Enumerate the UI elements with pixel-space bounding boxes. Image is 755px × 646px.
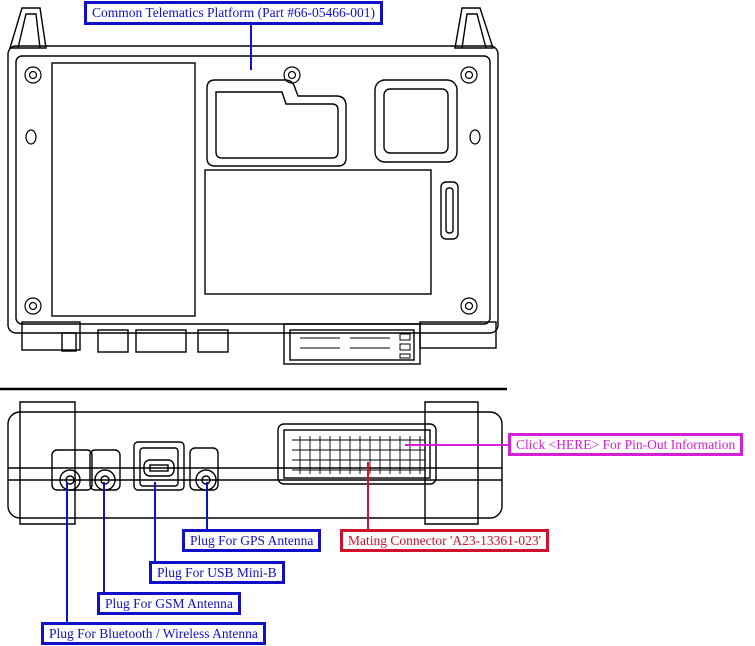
bluetooth-callout: Plug For Bluetooth / Wireless Antenna bbox=[41, 622, 266, 645]
pinout-link-callout[interactable]: Click <HERE> For Pin-Out Information bbox=[508, 433, 744, 456]
front-view bbox=[7, 401, 503, 525]
gsm-callout: Plug For GSM Antenna bbox=[97, 592, 241, 615]
top-view bbox=[7, 7, 499, 365]
mating-connector-callout: Mating Connector 'A23-13361-023' bbox=[340, 529, 550, 552]
title-callout: Common Telematics Platform (Part #66-054… bbox=[84, 1, 384, 25]
leader-lines bbox=[66, 24, 510, 623]
gps-callout: Plug For GPS Antenna bbox=[182, 529, 322, 552]
usb-callout: Plug For USB Mini-B bbox=[149, 561, 285, 584]
